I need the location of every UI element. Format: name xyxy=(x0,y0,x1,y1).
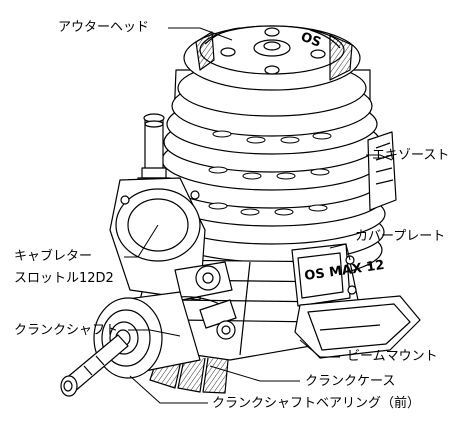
carburetor xyxy=(109,113,233,311)
head-badge-text: OS xyxy=(299,30,323,51)
label-crankcase: クランクケース xyxy=(305,374,395,389)
leader-outer-head xyxy=(168,27,233,41)
beam-mount xyxy=(294,295,421,359)
leader-exhaust xyxy=(366,154,393,161)
leader-beam-mount xyxy=(299,339,340,358)
engine-drawing: OS OS MAX 12 xyxy=(60,25,421,397)
part-labels: アウターヘッド エキゾースト キャブレター スロットル12D2 カバープレート … xyxy=(14,20,449,411)
label-crankshaft: クランクシャフト xyxy=(14,323,118,338)
label-beam-mount: ビームマウント xyxy=(347,349,438,364)
leader-cover-plate xyxy=(329,243,351,261)
label-outer-head: アウターヘッド xyxy=(58,20,149,35)
exhaust-port xyxy=(367,131,397,211)
leader-crankshaft xyxy=(128,329,181,337)
leader-crankcase xyxy=(209,365,300,382)
leader-lines xyxy=(124,27,393,404)
leader-front-bearing xyxy=(129,375,208,404)
outer-head: OS xyxy=(183,25,361,91)
cover-plate: OS MAX 12 xyxy=(291,243,385,307)
leader-carburetor xyxy=(124,224,159,258)
needle-screw xyxy=(199,299,237,340)
crankshaft-shaft xyxy=(60,334,129,397)
label-exhaust: エキゾースト xyxy=(372,148,449,163)
label-carburetor-line1: キャブレター xyxy=(14,248,92,264)
label-front-bearing: クランクシャフトベアリング（前） xyxy=(212,395,420,411)
label-carburetor-line2: スロットル12D2 xyxy=(14,271,114,286)
label-cover-plate: カバープレート xyxy=(355,229,445,244)
